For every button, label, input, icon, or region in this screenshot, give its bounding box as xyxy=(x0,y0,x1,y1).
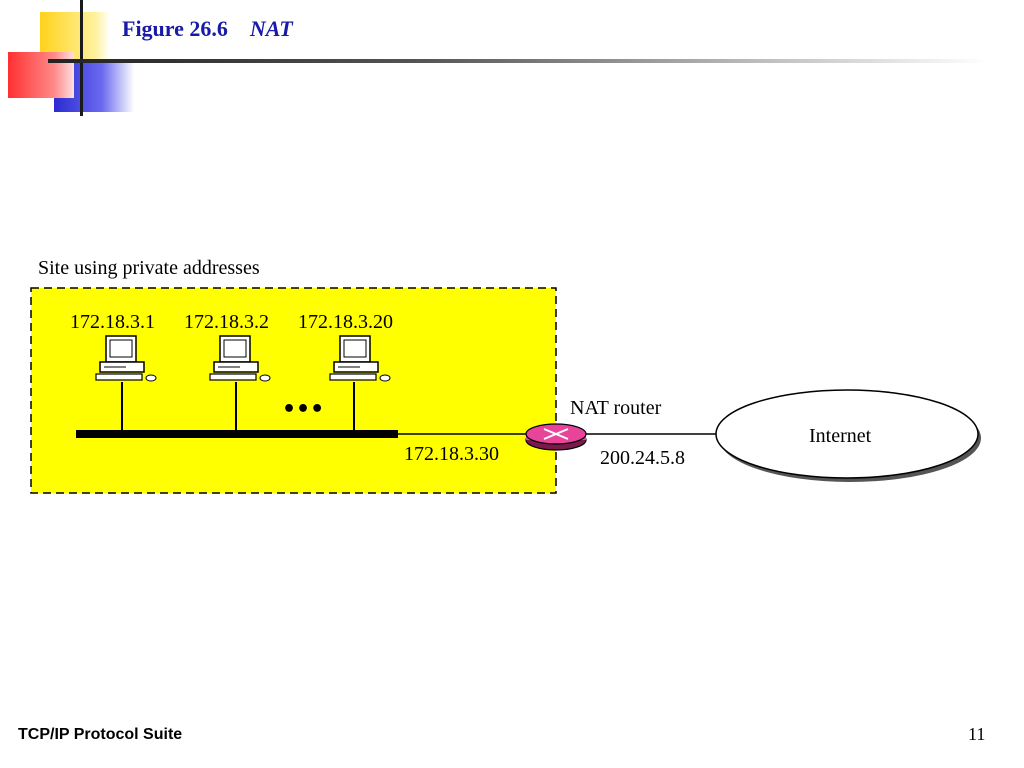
computer-icon xyxy=(329,335,391,382)
host-address-3: 172.18.3.20 xyxy=(298,311,393,333)
header-decoration xyxy=(0,0,140,120)
router-public-address: 200.24.5.8 xyxy=(600,447,685,469)
computer-icon xyxy=(95,335,157,382)
private-site-box xyxy=(30,287,557,494)
figure-label: Figure 26.6 xyxy=(122,16,228,41)
footer-text: TCP/IP Protocol Suite xyxy=(18,726,183,743)
router-private-address: 172.18.3.30 xyxy=(404,443,499,465)
internet-cloud xyxy=(715,389,979,479)
computer-icon xyxy=(209,335,271,382)
nat-router-icon xyxy=(525,423,587,451)
lan-bus xyxy=(76,430,398,438)
site-label: Site using private addresses xyxy=(38,257,260,279)
header-rule xyxy=(48,59,988,63)
internet-label: Internet xyxy=(809,425,872,447)
deco-vertical-line xyxy=(80,0,83,116)
host-address-2: 172.18.3.2 xyxy=(184,311,269,333)
figure-name: NAT xyxy=(249,16,293,41)
page-number: 11 xyxy=(968,724,986,744)
slide-title: Figure 26.6 NAT xyxy=(122,16,293,42)
router-label: NAT router xyxy=(570,397,662,419)
host-address-1: 172.18.3.1 xyxy=(70,311,155,333)
host-ellipsis: ••• xyxy=(282,397,324,422)
